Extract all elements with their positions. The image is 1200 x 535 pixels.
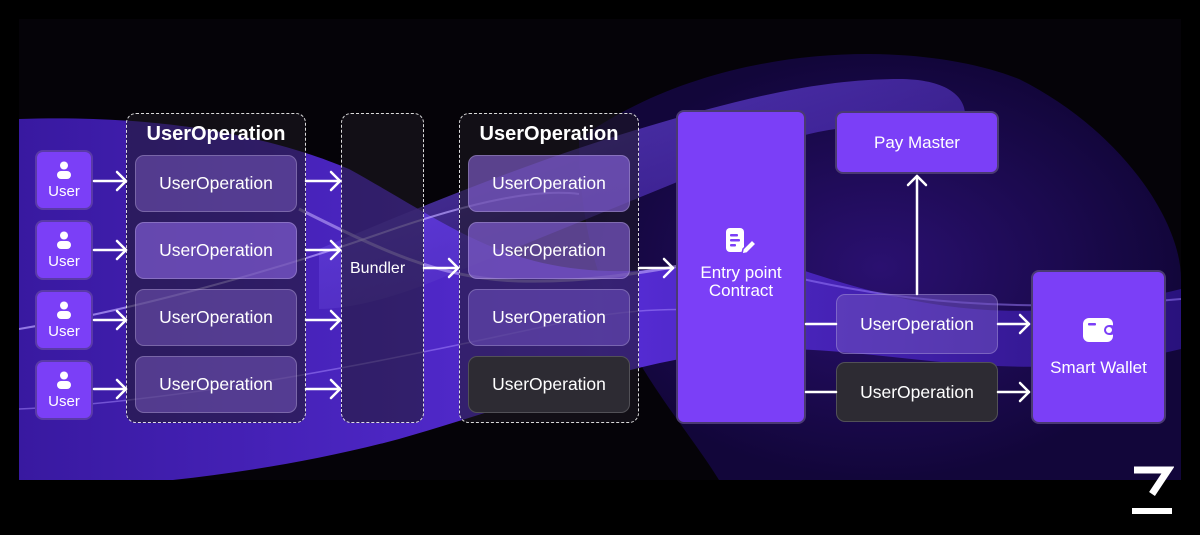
useroperation-box: UserOperation: [836, 362, 998, 422]
brand-logo-icon: [1132, 466, 1174, 514]
useroperation-box: UserOperation: [468, 289, 630, 346]
bundler-label: Bundler: [350, 260, 406, 277]
user-node: User: [35, 220, 93, 280]
arrow-op-to-wallet: [996, 313, 1031, 335]
user-icon: [57, 161, 71, 179]
user-node: User: [35, 150, 93, 210]
wallet-icon: [1082, 318, 1116, 342]
user-icon: [57, 231, 71, 249]
arrow-user-to-op: [92, 170, 128, 192]
user-icon: [57, 301, 71, 319]
user-label: User: [48, 322, 80, 340]
entry-point-line2: Contract: [708, 281, 774, 300]
useroperation-box: UserOperation: [135, 155, 297, 212]
user-node: User: [35, 290, 93, 350]
arrow-user-to-op: [92, 378, 128, 400]
arrow-op-to-paymaster: [906, 174, 928, 296]
useroperation-box: UserOperation: [468, 222, 630, 279]
bundler-node: Bundler: [341, 113, 424, 423]
useroperation-box: UserOperation: [135, 289, 297, 346]
user-label: User: [48, 392, 80, 410]
arrow-user-to-op: [92, 239, 128, 261]
smart-wallet-label: Smart Wallet: [1050, 358, 1147, 377]
arrow-op-to-bundler: [304, 170, 342, 192]
pay-master: Pay Master: [835, 111, 999, 174]
arrow-group-to-entry: [637, 257, 675, 279]
useroperation-box: UserOperation: [135, 222, 297, 279]
document-edit-icon: [726, 228, 758, 255]
arrow-user-to-op: [92, 309, 128, 331]
arrow-op-to-bundler: [304, 309, 342, 331]
useroperation-box: UserOperation: [836, 294, 998, 354]
useroperation-box: UserOperation: [468, 356, 630, 413]
user-icon: [57, 371, 71, 389]
arrow-bundler-to-group: [422, 257, 460, 279]
user-label: User: [48, 252, 80, 270]
arrow-op-to-bundler: [304, 378, 342, 400]
entry-point-contract: Entry point Contract: [676, 110, 806, 424]
smart-wallet: Smart Wallet: [1031, 270, 1166, 424]
entry-point-line1: Entry point: [700, 263, 782, 282]
pay-master-label: Pay Master: [874, 132, 960, 152]
group-title: UserOperation: [479, 123, 619, 145]
useroperation-box: UserOperation: [135, 356, 297, 413]
user-label: User: [48, 182, 80, 200]
user-node: User: [35, 360, 93, 420]
arrow-op-to-bundler: [304, 239, 342, 261]
useroperation-box: UserOperation: [468, 155, 630, 212]
arrow-op-to-wallet: [996, 381, 1031, 403]
group-title: UserOperation: [146, 123, 286, 145]
